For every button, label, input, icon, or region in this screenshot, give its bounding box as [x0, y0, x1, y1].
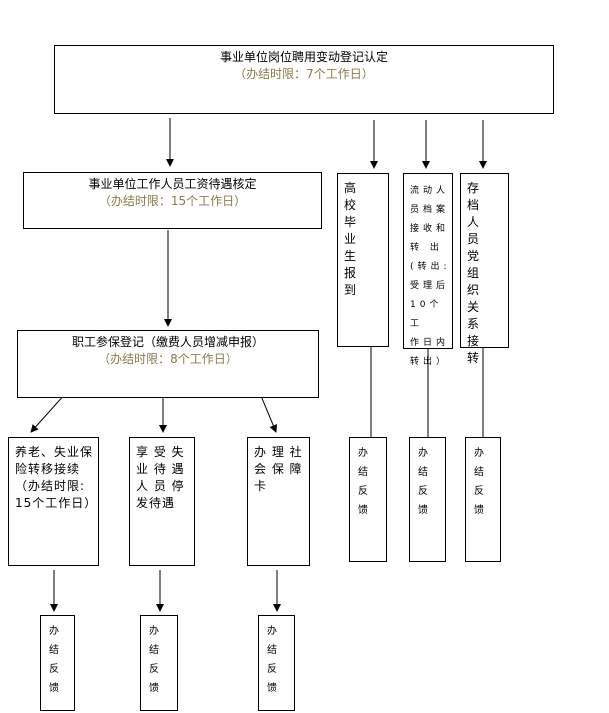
text-line: 办	[358, 448, 368, 459]
text-line: 转 出	[410, 243, 443, 253]
text-line: 反	[49, 664, 59, 675]
text-line: 享 受 失	[136, 445, 185, 459]
node-feedback: 办结反馈	[40, 615, 75, 711]
text-line: 织 关	[467, 283, 486, 314]
text-line: 毕 业	[344, 215, 363, 246]
text-line: 转出）	[410, 357, 450, 367]
text-line: 馈	[49, 683, 59, 694]
text-line: 结	[49, 645, 59, 656]
node-title: 事业单位工作人员工资待遇核定	[88, 177, 257, 191]
node-unemployment: 享 受 失 业 待 遇 人 员 停 发待遇	[129, 437, 195, 566]
text-line: 结	[358, 467, 368, 478]
text-line: 转	[467, 351, 486, 365]
node-feedback: 办结反馈	[409, 437, 446, 562]
text-line: 卡	[254, 479, 268, 493]
text-line: 馈	[358, 505, 368, 516]
text-line: 险转移接续	[15, 462, 81, 476]
text-line: 结	[267, 645, 277, 656]
node-card: 办 理 社 会 保 障 卡	[247, 437, 310, 566]
text-line: 办	[149, 626, 159, 637]
node-graduate: 高 校 毕 业 生 报 到	[337, 173, 389, 347]
text-line: 办 理 社	[254, 445, 303, 459]
text-line: 结	[418, 467, 428, 478]
text-line: 反	[474, 486, 484, 497]
text-line: 办	[49, 626, 59, 637]
text-line: 党 组	[467, 249, 486, 280]
text-line: 系 接	[467, 317, 486, 348]
node-pension: 养老、失业保 险转移接续 （办结时限: 15个工作日）	[8, 437, 99, 566]
text-line: 会 保 障	[254, 462, 303, 476]
text-line: 馈	[149, 683, 159, 694]
text-line: 养老、失业保	[15, 445, 94, 459]
text-line: 接收和	[410, 224, 450, 234]
node-limit: （办结时限：8个工作日）	[98, 352, 238, 366]
text-line: （办结时限:	[15, 479, 86, 493]
node-limit: （办结时限：15个工作日）	[98, 194, 247, 208]
text-line: 高 校	[344, 181, 363, 212]
node-title: 职工参保登记（缴费人员增减申报）	[71, 335, 264, 349]
text-line: 存 档	[467, 181, 486, 212]
text-line: 人 员 停	[136, 479, 185, 493]
node-feedback: 办结反馈	[140, 615, 178, 711]
text-line: 作日内	[410, 338, 450, 348]
node-insurance: 职工参保登记（缴费人员增减申报） （办结时限：8个工作日）	[17, 330, 319, 398]
node-feedback: 办结反馈	[349, 437, 387, 562]
node-limit: （办结时限：7个工作日）	[234, 67, 374, 81]
text-line: 15个工作日）	[15, 496, 98, 510]
node-archive-party: 存 档 人 员 党 组 织 关 系 接 转	[460, 173, 509, 365]
node-title: 事业单位岗位聘用变动登记认定	[219, 50, 388, 64]
text-line: 业 待 遇	[136, 462, 185, 476]
text-line: 反	[149, 664, 159, 675]
text-line: 结	[149, 645, 159, 656]
text-line: 馈	[418, 505, 428, 516]
text-line: 到	[344, 283, 363, 297]
text-line: 员档案	[410, 205, 450, 215]
text-line: 结	[474, 467, 484, 478]
text-line: 发待遇	[136, 496, 176, 510]
node-salary: 事业单位工作人员工资待遇核定 （办结时限：15个工作日）	[23, 172, 322, 229]
text-line: 馈	[474, 505, 484, 516]
text-line: 办	[418, 448, 428, 459]
text-line: 流动人	[410, 186, 450, 196]
text-line: 办	[474, 448, 484, 459]
node-top: 事业单位岗位聘用变动登记认定 （办结时限：7个工作日）	[54, 45, 554, 114]
node-feedback: 办结反馈	[465, 437, 501, 562]
node-feedback: 办结反馈	[258, 615, 295, 711]
text-line: 办	[267, 626, 277, 637]
text-line: (转出:	[410, 262, 451, 272]
text-line: 10个工	[410, 300, 443, 329]
text-line: 受理后	[410, 281, 450, 291]
text-line: 反	[267, 664, 277, 675]
node-archive-flow: 流动人 员档案 接收和 转 出 (转出: 受理后 10个工 作日内 转出）	[403, 173, 453, 367]
text-line: 人 员	[467, 215, 486, 246]
text-line: 馈	[267, 683, 277, 694]
text-line: 反	[358, 486, 368, 497]
text-line: 反	[418, 486, 428, 497]
text-line: 生 报	[344, 249, 363, 280]
